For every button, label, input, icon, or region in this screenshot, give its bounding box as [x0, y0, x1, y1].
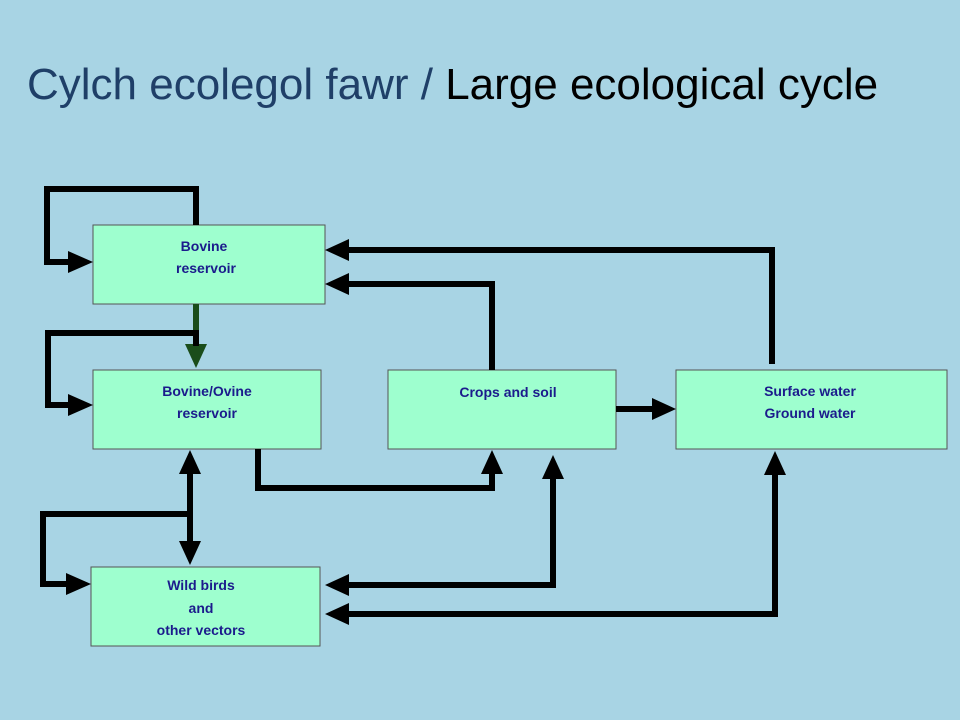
node-water-line-1: Surface water	[764, 383, 856, 399]
arrow-crops-to-bovine	[325, 273, 495, 370]
title-welsh: Cylch ecolegol fawr	[27, 60, 409, 109]
node-birds-line-1: Wild birds	[167, 577, 235, 593]
node-bovine-ovine-reservoir: Bovine/Ovine reservoir	[92, 369, 322, 450]
node-crops-and-soil: Crops and soil	[387, 369, 617, 450]
node-water-line-2: Ground water	[764, 405, 856, 421]
node-bovine-reservoir: Bovine reservoir	[92, 224, 326, 305]
node-bovine-ovine-line-2: reservoir	[177, 405, 237, 421]
node-birds-line-2: and	[189, 600, 214, 616]
node-surface-ground-water: Surface water Ground water	[675, 369, 948, 450]
node-crops-line-1: Crops and soil	[459, 384, 556, 400]
arrow-wild-birds-crops	[325, 455, 564, 596]
arrow-wild-birds-water	[325, 451, 786, 625]
arrow-water-to-bovine	[325, 239, 775, 364]
arrow-wild-birds-self-loop	[40, 511, 187, 595]
title-separator: /	[408, 60, 446, 109]
arrow-bovine-ovine-to-crops	[255, 449, 503, 491]
title-english: Large ecological cycle	[445, 60, 879, 109]
page-title: Cylch ecolegol fawr / Large ecological c…	[27, 56, 878, 114]
arrow-bovine-self-loop	[44, 186, 199, 273]
arrow-bovine-ovine-self-loop	[45, 330, 199, 416]
arrow-bovine-ovine-wild-birds	[179, 450, 201, 565]
arrow-crops-to-water	[616, 398, 676, 420]
node-birds-line-3: other vectors	[157, 622, 246, 638]
node-bovine-ovine-line-1: Bovine/Ovine	[162, 383, 252, 399]
node-bovine-line-2: reservoir	[176, 260, 236, 276]
node-wild-birds: Wild birds and other vectors	[90, 566, 321, 647]
node-bovine-line-1: Bovine	[181, 238, 228, 254]
